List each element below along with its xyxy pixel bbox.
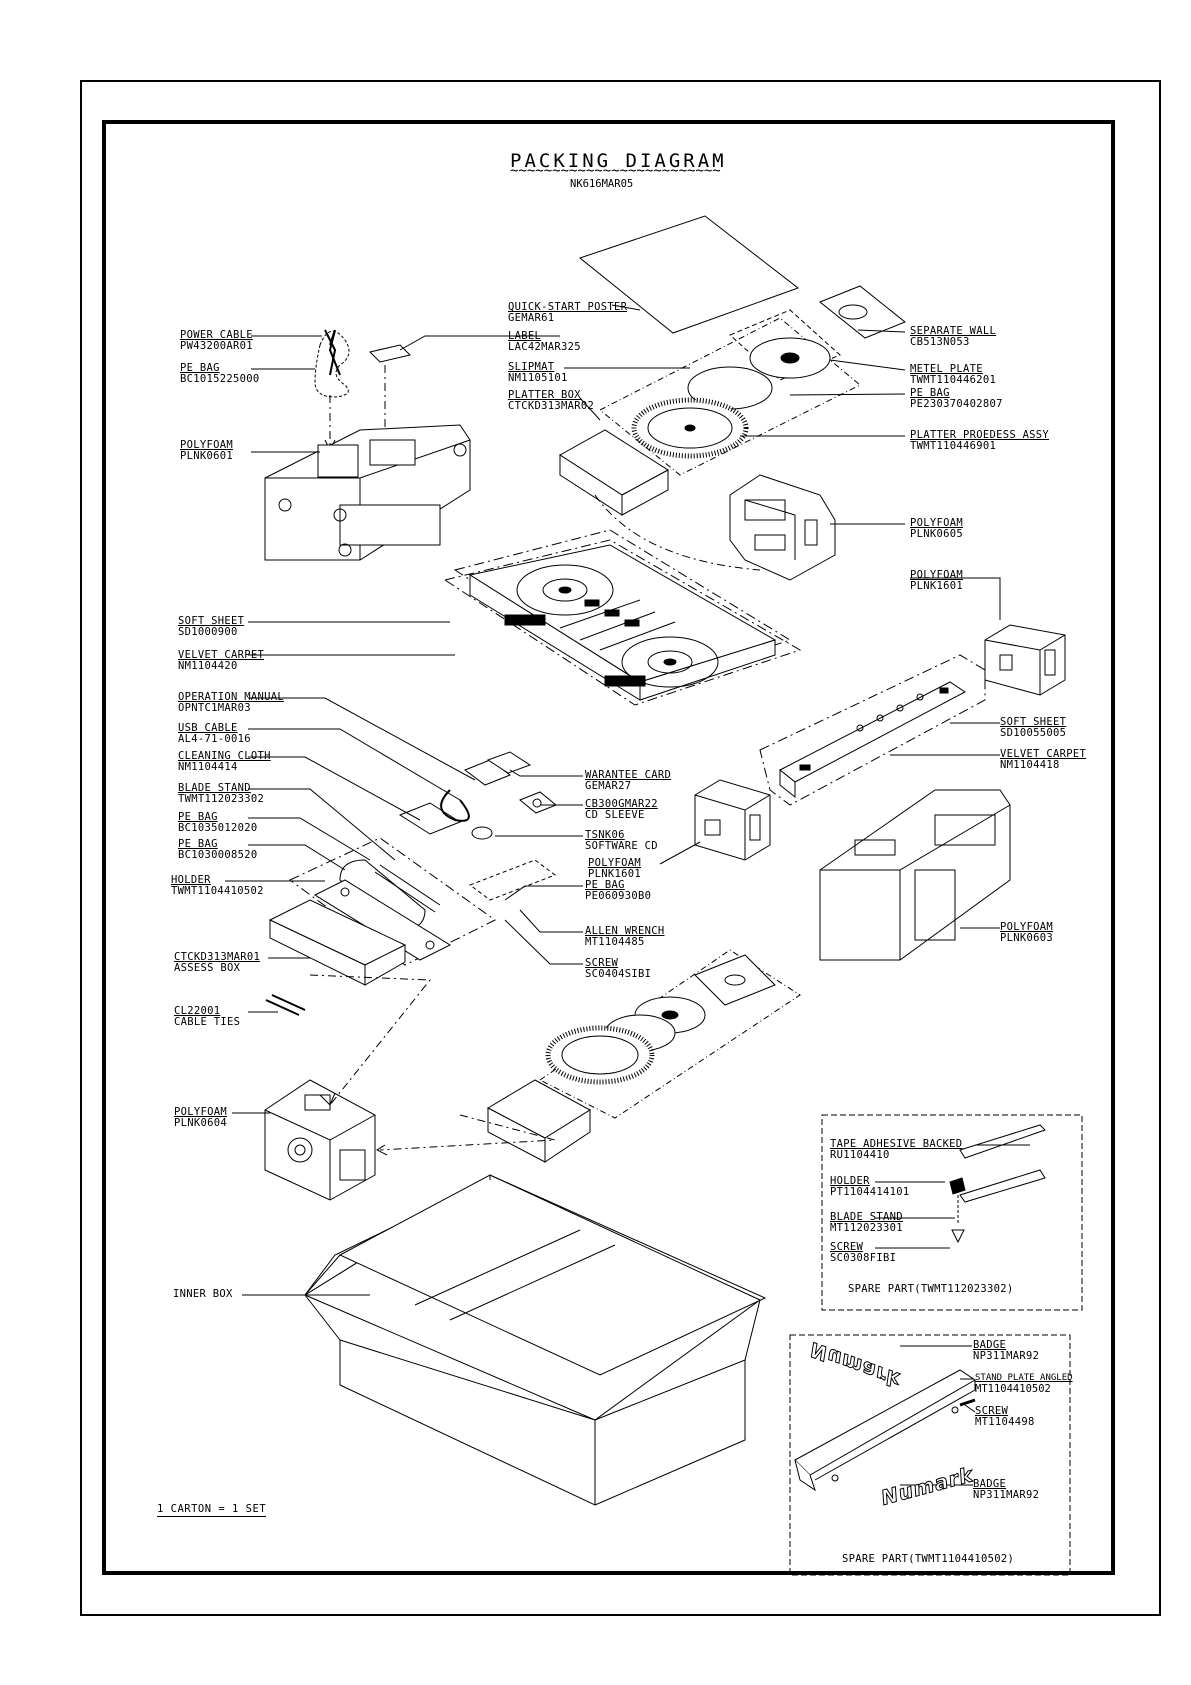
main-controller: [443, 529, 802, 706]
platter-tray: [599, 317, 861, 476]
metal-plate: [729, 309, 841, 381]
separate-wall: [819, 285, 906, 339]
spare-set-title: SPARE PART(TWMT1104410502): [842, 1553, 1015, 1565]
platter-box: [559, 429, 669, 516]
polyfoam-0603: [819, 789, 1011, 961]
carton-footnote: 1 CARTON = 1 SET: [157, 1503, 267, 1517]
spare-set-title: SPARE PART(TWMT112023302): [848, 1283, 1014, 1295]
doc-code: NK616MAR05: [570, 178, 634, 190]
spare-box-2: [789, 1334, 1071, 1576]
lower-platter-set: [545, 996, 706, 1085]
polyfoam-left: [264, 424, 471, 561]
lower-platter-tray: [539, 949, 801, 1119]
diagram-title: PACKING DIAGRAM: [510, 150, 727, 172]
lower-separate-wall: [694, 954, 776, 1006]
leader-lines: [225, 304, 1030, 1486]
accessory-items: [398, 751, 557, 840]
stand-plate: [759, 654, 986, 806]
cable-ties: [265, 994, 306, 1016]
part-label: INNER BOX: [173, 1288, 233, 1300]
label-strip: [369, 344, 411, 363]
power-cable: [314, 329, 350, 398]
outer-frame: [80, 80, 1161, 1616]
accessory-box: [268, 899, 407, 986]
polyfoam-1601-right: [984, 624, 1066, 696]
routing-lines: [309, 974, 556, 1156]
platter: [631, 397, 749, 459]
spare-box-1: [821, 1114, 1083, 1311]
polyfoam-0605: [729, 474, 836, 581]
polyfoam-1601-center: [694, 779, 771, 861]
title-underline: ~~~~~~~~~~~~~~~~~~~~~~~~~: [510, 163, 721, 179]
quick-start-poster: [578, 215, 800, 334]
lower-platter-box: [486, 1079, 591, 1163]
inner-frame: [102, 120, 1115, 1575]
inner-box: [303, 1174, 767, 1506]
polyfoam-0604: [264, 1079, 376, 1201]
